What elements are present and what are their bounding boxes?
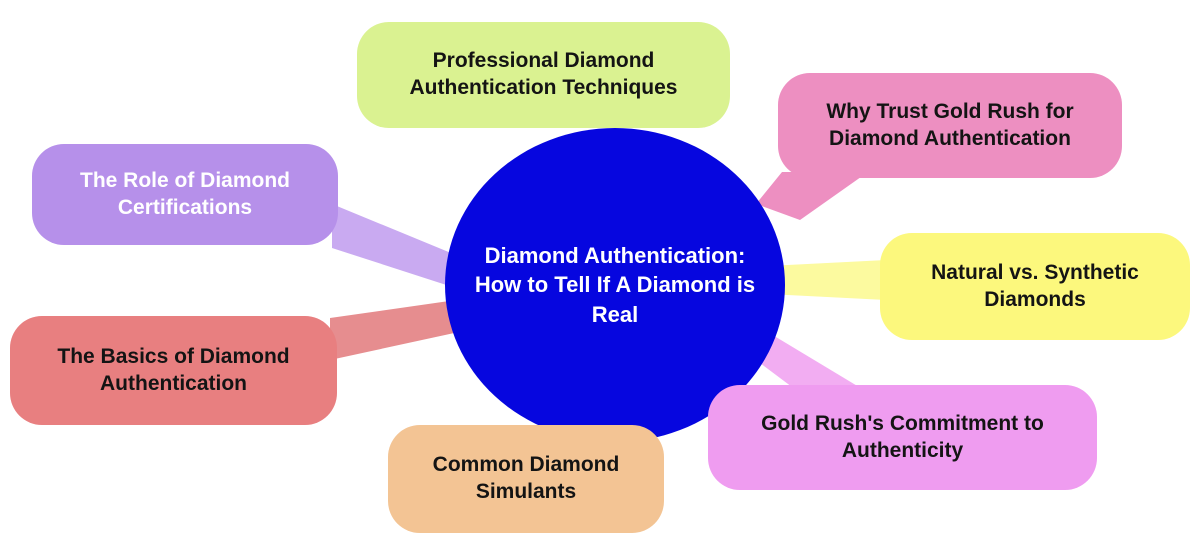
node-label: The Role of Diamond Certifications xyxy=(80,168,290,219)
node-why-trust-gold-rush: Why Trust Gold Rush for Diamond Authenti… xyxy=(778,73,1122,178)
node-basics-of-diamond-authentication: The Basics of Diamond Authentication xyxy=(10,316,337,425)
node-label: Why Trust Gold Rush for Diamond Authenti… xyxy=(826,99,1074,150)
connector-why-trust-gold-rush xyxy=(756,172,868,220)
node-label: Natural vs. Synthetic Diamonds xyxy=(931,260,1139,311)
node-label: Gold Rush's Commitment to Authenticity xyxy=(761,411,1044,462)
node-role-of-diamond-certifications: The Role of Diamond Certifications xyxy=(32,144,338,245)
node-gold-rush-commitment-to-authenticity: Gold Rush's Commitment to Authenticity xyxy=(708,385,1097,490)
node-label: Common Diamond Simulants xyxy=(432,453,620,503)
connector-gold-rush-commitment xyxy=(740,331,864,399)
connector-natural-vs-synthetic-diamonds xyxy=(768,260,886,300)
node-natural-vs-synthetic-diamonds: Natural vs. Synthetic Diamonds xyxy=(880,233,1190,340)
node-label: The Basics of Diamond Authentication xyxy=(57,344,290,395)
node-label: Professional Diamond Authentication Tech… xyxy=(409,49,678,99)
node-common-diamond-simulants: Common Diamond Simulants xyxy=(388,425,664,533)
node-professional-diamond-authentication-techniques: Professional Diamond Authentication Tech… xyxy=(357,22,730,128)
center-topic-label: Diamond Authentication: How to Tell If A… xyxy=(474,243,756,327)
